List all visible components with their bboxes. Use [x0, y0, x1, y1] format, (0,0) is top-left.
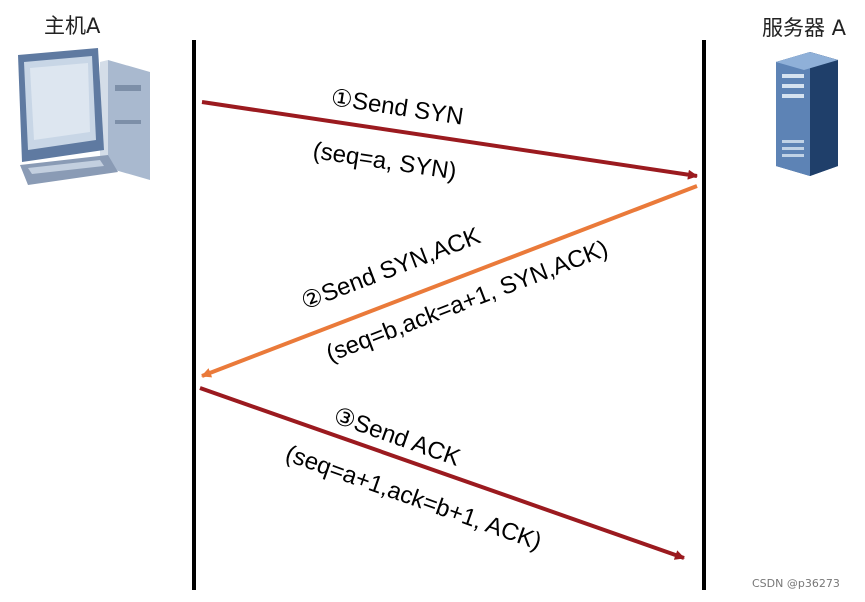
step-1-number: ① — [329, 84, 354, 114]
computer-icon — [18, 48, 150, 185]
step-3-detail: (seq=a+1,ack=b+1, ACK) — [282, 440, 545, 555]
host-label: 主机A — [44, 14, 101, 38]
watermark: CSDN @p36273 — [752, 577, 840, 590]
ack-arrow — [199, 386, 685, 560]
step-2-detail: (seq=b,ack=a+1, SYN,ACK) — [322, 235, 611, 368]
syn-ack-arrow — [201, 184, 698, 378]
syn-arrow — [201, 100, 698, 180]
step-1-detail: (seq=a, SYN) — [311, 137, 458, 185]
server-label: 服务器 A — [762, 16, 847, 40]
server-icon — [776, 52, 838, 176]
step-1-title: Send SYN — [350, 87, 465, 130]
